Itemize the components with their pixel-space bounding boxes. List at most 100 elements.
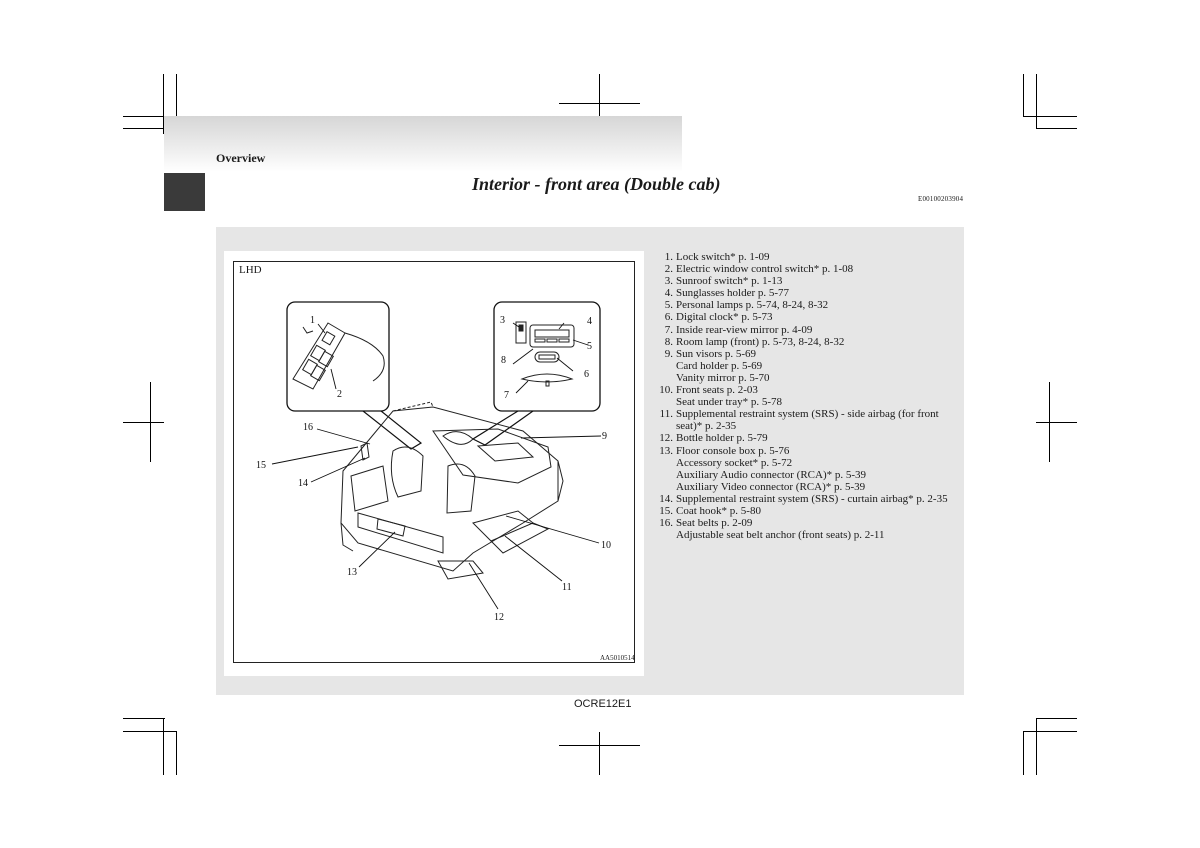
list-item-number: 11. bbox=[659, 408, 673, 421]
crop-mark bbox=[599, 74, 600, 117]
page-title: Interior - front area (Double cab) bbox=[472, 174, 721, 194]
callout-12: 12 bbox=[494, 612, 504, 623]
crop-mark bbox=[123, 731, 177, 732]
list-item: 3.Sunroof switch* p. 1-13 bbox=[654, 275, 959, 287]
list-item-number: 4. bbox=[664, 287, 673, 300]
section-label: Overview bbox=[216, 151, 266, 165]
list-item: 1.Lock switch* p. 1-09 bbox=[654, 251, 959, 263]
crop-mark bbox=[1036, 74, 1037, 129]
list-item: 5.Personal lamps p. 5-74, 8-24, 8-32 bbox=[654, 299, 959, 311]
crop-mark bbox=[163, 74, 164, 134]
crop-mark bbox=[123, 128, 165, 129]
footer-code: OCRE12E1 bbox=[574, 698, 632, 710]
list-item-text: Front seats p. 2-03 bbox=[676, 384, 758, 397]
crop-mark bbox=[1023, 731, 1077, 732]
list-item-text: Auxiliary Audio connector (RCA)* p. 5-39 bbox=[676, 468, 867, 481]
list-item: 6.Digital clock* p. 5-73 bbox=[654, 311, 959, 323]
figure-frame bbox=[233, 261, 635, 663]
list-item-text: Room lamp (front) p. 5-73, 8-24, 8-32 bbox=[676, 335, 845, 348]
callout-16: 16 bbox=[303, 422, 313, 433]
header-band bbox=[164, 116, 682, 172]
reference-code: E00100203904 bbox=[918, 195, 964, 203]
vehicle-interior-drawing bbox=[340, 401, 564, 580]
crop-mark bbox=[1036, 718, 1077, 719]
overhead-console-drawing bbox=[515, 321, 575, 387]
callout-numbers: 1 2 3 4 5 6 7 8 9 10 11 12 13 14 15 16 bbox=[256, 315, 611, 623]
inset-door-switches bbox=[286, 301, 390, 412]
list-item-text: Lock switch* p. 1-09 bbox=[676, 251, 770, 263]
callout-4: 4 bbox=[587, 316, 592, 327]
list-item-number: 10. bbox=[659, 384, 673, 397]
crop-mark bbox=[1023, 74, 1024, 117]
list-item-text: Electric window control switch* p. 1-08 bbox=[676, 263, 854, 276]
callout-3: 3 bbox=[500, 315, 505, 326]
crop-mark bbox=[559, 745, 640, 746]
list-item: 12.Bottle holder p. 5-79 bbox=[654, 432, 959, 444]
list-item-number: 13. bbox=[659, 444, 673, 457]
list-item-text: Sunglasses holder p. 5-77 bbox=[676, 287, 790, 300]
callout-14: 14 bbox=[298, 478, 308, 489]
crop-mark bbox=[176, 74, 177, 117]
list-item-number: 16. bbox=[659, 517, 673, 530]
figure-code: AA5010514 bbox=[600, 654, 635, 662]
list-item-number: 1. bbox=[664, 251, 673, 263]
callout-11: 11 bbox=[562, 582, 572, 593]
list-item-number: 3. bbox=[664, 275, 673, 288]
list-item-text: Seat belts p. 2-09 bbox=[676, 517, 753, 530]
section-tab bbox=[164, 173, 205, 211]
crop-mark bbox=[123, 422, 164, 423]
crop-mark bbox=[123, 718, 165, 719]
list-item-number: 9. bbox=[664, 347, 673, 360]
leader-lines bbox=[271, 322, 602, 610]
callout-1: 1 bbox=[310, 315, 315, 326]
crop-mark bbox=[599, 732, 600, 775]
list-item-text: Sunroof switch* p. 1-13 bbox=[676, 275, 783, 288]
list-item: 15.Coat hook* p. 5-80 bbox=[654, 505, 959, 517]
interior-illustration: 1 2 3 4 5 6 7 8 9 10 11 12 13 14 15 16 bbox=[256, 301, 611, 623]
callout-10: 10 bbox=[601, 540, 611, 551]
list-item-text: Adjustable seat belt anchor (front seats… bbox=[676, 529, 885, 542]
list-item-number: 6. bbox=[664, 311, 673, 324]
callout-9: 9 bbox=[602, 431, 607, 442]
list-item-text: Personal lamps p. 5-74, 8-24, 8-32 bbox=[676, 299, 829, 312]
list-item-text: Digital clock* p. 5-73 bbox=[676, 311, 773, 324]
crop-mark bbox=[176, 732, 177, 775]
list-item-text: Coat hook* p. 5-80 bbox=[676, 504, 761, 517]
list-item: 11.Supplemental restraint system (SRS) -… bbox=[654, 408, 959, 432]
list-item-number: 15. bbox=[659, 504, 673, 517]
list-item-text: Floor console box p. 5-76 bbox=[676, 444, 790, 457]
crop-mark bbox=[1036, 718, 1037, 775]
list-item-text: Auxiliary Video connector (RCA)* p. 5-39 bbox=[676, 480, 866, 493]
crop-mark bbox=[163, 718, 164, 775]
inset-pointers bbox=[362, 410, 534, 450]
list-item-text: Inside rear-view mirror p. 4-09 bbox=[676, 323, 813, 336]
list-item-number: 7. bbox=[664, 323, 673, 336]
callout-8: 8 bbox=[501, 355, 506, 366]
callout-2: 2 bbox=[337, 389, 342, 400]
list-item: 14.Supplemental restraint system (SRS) -… bbox=[654, 493, 959, 505]
callout-6: 6 bbox=[584, 369, 589, 380]
list-item-text: Sun visors p. 5-69 bbox=[676, 347, 757, 360]
inset-overhead-console bbox=[493, 301, 601, 412]
callout-7: 7 bbox=[504, 390, 509, 401]
list-item-text: Supplemental restraint system (SRS) - cu… bbox=[676, 492, 948, 505]
crop-mark bbox=[1023, 116, 1077, 117]
figure-variant-label: LHD bbox=[239, 264, 262, 276]
callout-15: 15 bbox=[256, 460, 266, 471]
callout-5: 5 bbox=[587, 341, 592, 352]
crop-mark bbox=[123, 116, 177, 117]
list-item: 4.Sunglasses holder p. 5-77 bbox=[654, 287, 959, 299]
crop-mark bbox=[1036, 128, 1077, 129]
list-item: 8.Room lamp (front) p. 5-73, 8-24, 8-32 bbox=[654, 336, 959, 348]
list-item-text: Seat under tray* p. 5-78 bbox=[676, 396, 782, 409]
list-item-text: Supplemental restraint system (SRS) - si… bbox=[676, 408, 939, 421]
callout-13: 13 bbox=[347, 567, 357, 578]
list-item: 2.Electric window control switch* p. 1-0… bbox=[654, 263, 959, 275]
list-item-text: Card holder p. 5-69 bbox=[676, 359, 763, 372]
door-switch-drawing bbox=[292, 322, 385, 390]
list-item-number: 2. bbox=[664, 263, 673, 276]
